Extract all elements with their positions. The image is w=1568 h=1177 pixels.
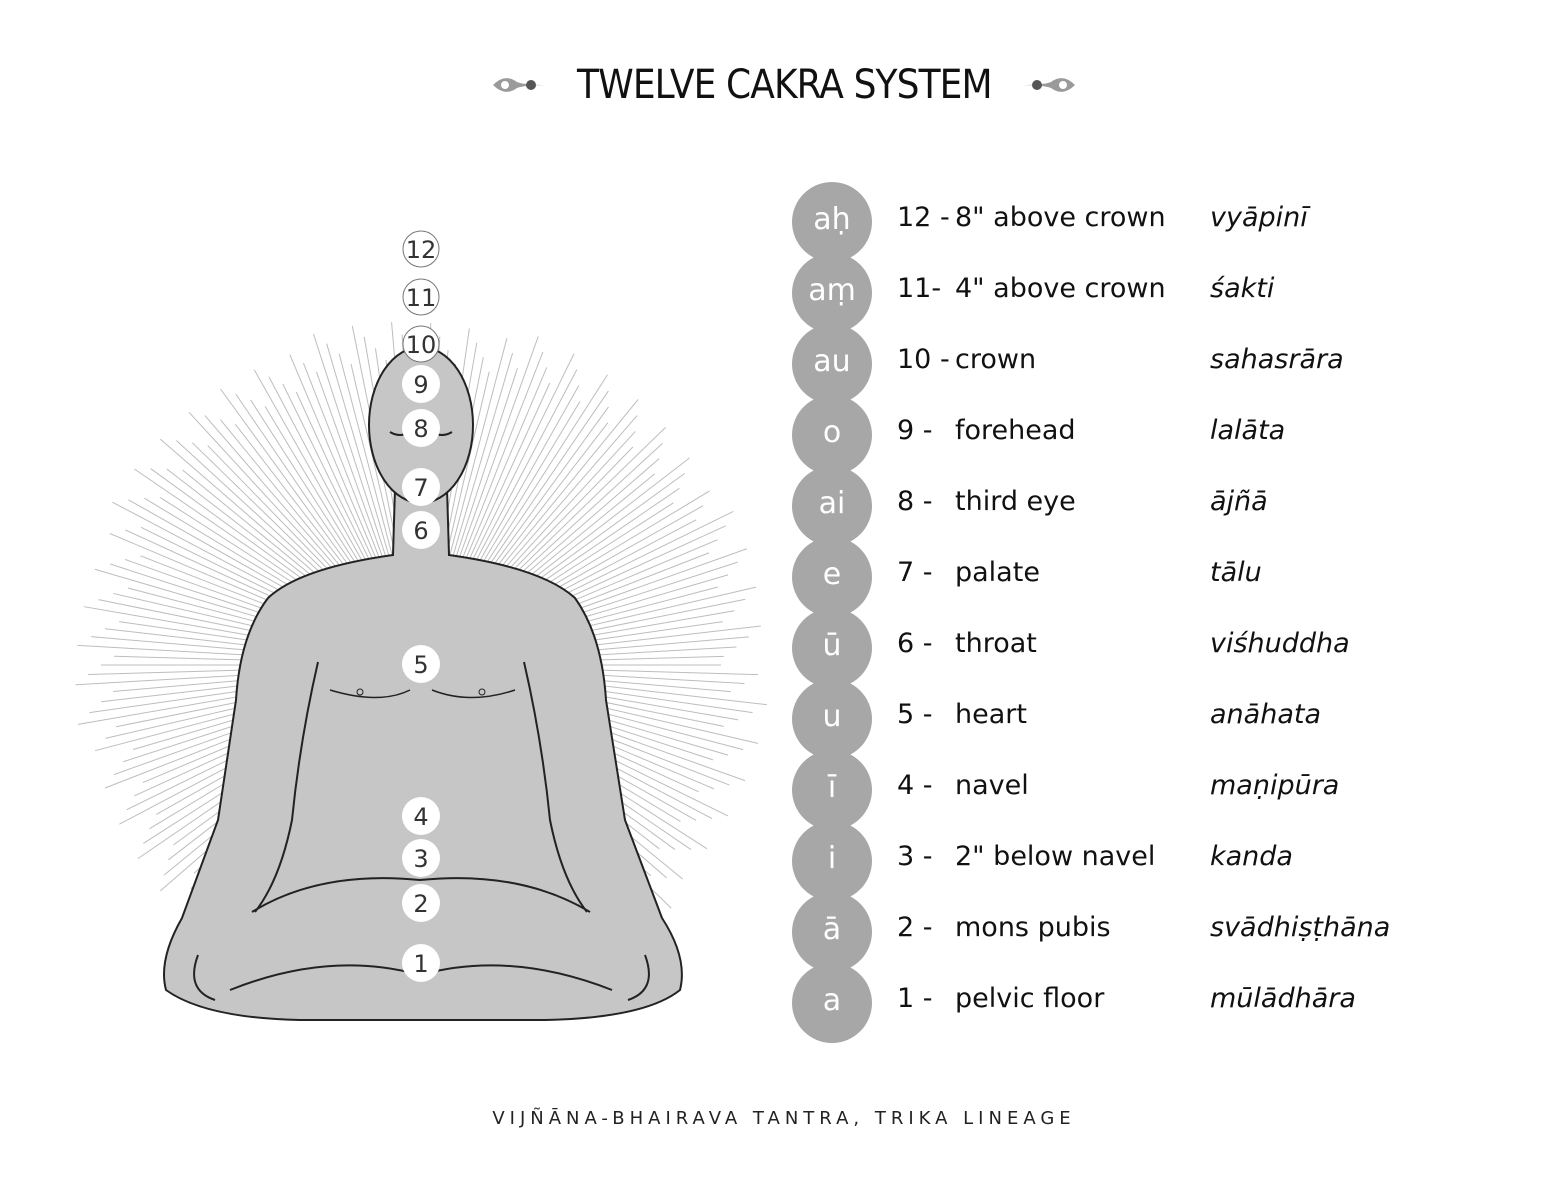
cakra-location: crown: [955, 344, 1037, 375]
cakra-number: 2 -: [897, 912, 933, 943]
vowel-circle: au: [792, 324, 872, 404]
cakra-marker-4: 4: [402, 797, 440, 835]
body-silhouette: [163, 346, 683, 1021]
cakra-location: pelvic floor: [955, 983, 1105, 1014]
cakra-marker-number: 9: [413, 371, 428, 399]
cakra-marker-number: 5: [413, 651, 428, 679]
cakra-row: u 5 - heart anāhata: [790, 679, 1490, 759]
cakra-location: third eye: [955, 486, 1076, 517]
cakra-marker-number: 7: [413, 474, 428, 502]
page-title: TWELVE CAKRA SYSTEM: [576, 62, 993, 108]
cakra-sanskrit-name: kanda: [1210, 841, 1293, 872]
cakra-location: palate: [955, 557, 1040, 588]
cakra-row: i 3 - 2" below navel kanda: [790, 821, 1490, 901]
cakra-row: aḥ 12 -8" above crown vyāpinī: [790, 182, 1490, 262]
vowel-circle: aṃ: [792, 253, 872, 333]
cakra-marker-7: 7: [402, 468, 440, 506]
cakra-marker-9: 9: [402, 365, 440, 403]
vowel-circle: ū: [792, 608, 872, 688]
ornament-right-icon: [1021, 78, 1076, 92]
vowel-circle: o: [792, 395, 872, 475]
ornament-left-icon: [492, 78, 547, 92]
cakra-location: heart: [955, 699, 1027, 730]
cakra-sanskrit-name: sahasrāra: [1210, 344, 1344, 375]
cakra-marker-3: 3: [402, 839, 440, 877]
cakra-sanskrit-name: maṇipūra: [1210, 770, 1340, 801]
cakra-number: 1 -: [897, 983, 933, 1014]
cakra-sanskrit-name: tālu: [1210, 557, 1262, 588]
cakra-number: 4 -: [897, 770, 933, 801]
cakra-number: 10 -: [897, 344, 950, 375]
cakra-location: mons pubis: [955, 912, 1111, 943]
cakra-marker-5: 5: [402, 645, 440, 683]
cakra-row: ū 6 - throat viśhuddha: [790, 608, 1490, 688]
cakra-number: 3 -: [897, 841, 933, 872]
cakra-number: 8 -: [897, 486, 933, 517]
vowel-circle: ā: [792, 892, 872, 972]
cakra-marker-number: 2: [413, 890, 428, 918]
cakra-marker-number: 11: [406, 284, 437, 312]
cakra-row: ā 2 - mons pubis svādhiṣṭhāna: [790, 892, 1490, 972]
cakra-sanskrit-name: ājñā: [1210, 486, 1268, 517]
cakra-number: 5 -: [897, 699, 933, 730]
cakra-row: ī 4 - navel maṇipūra: [790, 750, 1490, 830]
vowel-circle: e: [792, 537, 872, 617]
meditating-figure-diagram: 12 11 10 9 8 7 6 5 4 3 2 1: [75, 230, 767, 1021]
cakra-sanskrit-name: vyāpinī: [1210, 202, 1308, 233]
cakra-number: 9 -: [897, 415, 933, 446]
cakra-row: a 1 - pelvic floor mūlādhāra: [790, 963, 1490, 1043]
cakra-marker-number: 6: [413, 517, 428, 545]
cakra-marker-number: 4: [413, 803, 428, 831]
cakra-sanskrit-name: śakti: [1210, 273, 1275, 304]
cakra-location: 4" above crown: [955, 273, 1166, 304]
cakra-location: throat: [955, 628, 1037, 659]
cakra-marker-1: 1: [402, 944, 440, 982]
cakra-marker-12: 12: [402, 230, 440, 268]
vowel-circle: a: [792, 963, 872, 1043]
cakra-marker-number: 10: [406, 331, 437, 359]
cakra-number: 12 -: [897, 202, 950, 233]
cakra-row: aṃ 11- 4" above crown śakti: [790, 253, 1490, 333]
cakra-sanskrit-name: lalāta: [1210, 415, 1286, 446]
vowel-circle: u: [792, 679, 872, 759]
cakra-marker-8: 8: [402, 409, 440, 447]
cakra-marker-number: 12: [406, 236, 437, 264]
cakra-row: o 9 - forehead lalāta: [790, 395, 1490, 475]
cakra-marker-6: 6: [402, 511, 440, 549]
cakra-sanskrit-name: mūlādhāra: [1210, 983, 1356, 1014]
cakra-marker-number: 1: [413, 950, 428, 978]
vowel-circle: ai: [792, 466, 872, 546]
cakra-number: 7 -: [897, 557, 933, 588]
cakra-location: 8" above crown: [955, 202, 1166, 233]
cakra-marker-10: 10: [402, 325, 440, 363]
vowel-circle: ī: [792, 750, 872, 830]
cakra-location: navel: [955, 770, 1029, 801]
cakra-sanskrit-name: anāhata: [1210, 699, 1321, 730]
cakra-marker-2: 2: [402, 884, 440, 922]
cakra-marker-11: 11: [402, 278, 440, 316]
cakra-row: au 10 -crown sahasrāra: [790, 324, 1490, 404]
cakra-marker-number: 8: [413, 415, 428, 443]
cakra-location: 2" below navel: [955, 841, 1156, 872]
vowel-circle: aḥ: [792, 182, 872, 262]
cakra-row: ai 8 - third eye ājñā: [790, 466, 1490, 546]
cakra-number: 6 -: [897, 628, 933, 659]
cakra-sanskrit-name: svādhiṣṭhāna: [1210, 912, 1391, 943]
cakra-number: 11-: [897, 273, 942, 304]
cakra-location: forehead: [955, 415, 1076, 446]
cakra-marker-number: 3: [413, 845, 428, 873]
cakra-row: e 7 - palate tālu: [790, 537, 1490, 617]
vowel-circle: i: [792, 821, 872, 901]
cakra-sanskrit-name: viśhuddha: [1210, 628, 1350, 659]
footer-caption: VIJÑĀNA-BHAIRAVA TANTRA, TRIKA LINEAGE: [492, 1108, 1076, 1129]
title-area: TWELVE CAKRA SYSTEM: [0, 62, 1568, 108]
cakra-markers: 12 11 10 9 8 7 6 5 4 3 2 1: [402, 230, 440, 982]
